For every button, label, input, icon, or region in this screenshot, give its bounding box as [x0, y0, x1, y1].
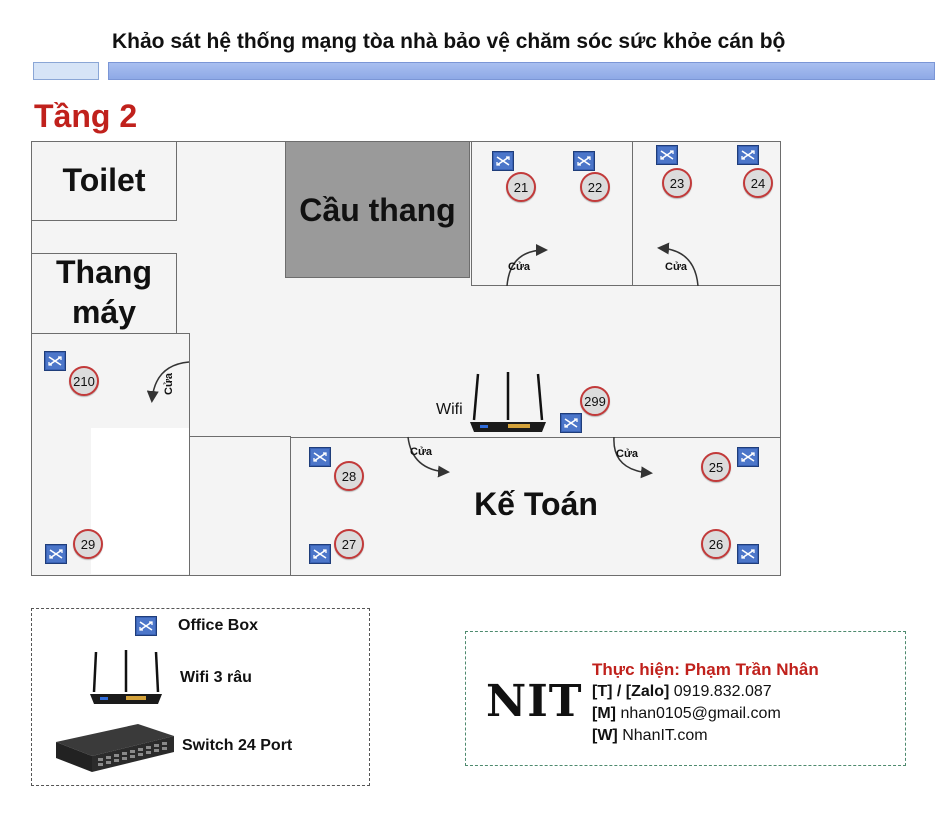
door-swing-icon — [657, 242, 699, 287]
room-stairs-label: Cầu thang — [299, 192, 456, 228]
wifi-router-icon — [470, 372, 546, 432]
room-elevator-label-line1: Thang — [56, 254, 152, 290]
wifi-label: Wifi — [436, 401, 463, 418]
network-port: 29 — [73, 529, 103, 559]
credit-web-row: [W] NhanIT.com — [592, 727, 708, 745]
room-23-24 — [632, 141, 781, 286]
legend-switch-label: Switch 24 Port — [182, 737, 293, 754]
legend-office-box-label: Office Box — [178, 617, 259, 634]
office-box-icon — [737, 145, 759, 165]
office-box-icon — [573, 151, 595, 171]
header-bar-small — [33, 62, 99, 80]
credit-web[interactable]: NhanIT.com — [622, 727, 708, 744]
door-label: Cửa — [410, 446, 433, 458]
legend-box — [31, 608, 370, 786]
office-box-icon — [492, 151, 514, 171]
office-box-icon — [44, 351, 66, 371]
credit-mail-tag: [M] — [592, 705, 616, 722]
credit-phone-row: [T] / [Zalo] 0919.832.087 — [592, 683, 772, 701]
room-elevator: Thang máy — [31, 253, 177, 334]
office-box-icon — [737, 447, 759, 467]
room-210-inner-area — [91, 428, 189, 574]
room-stairs: Cầu thang — [285, 141, 470, 278]
wifi-router-icon — [90, 650, 162, 704]
room-elevator-label-line2: máy — [71, 294, 137, 330]
corridor-divider — [189, 436, 291, 437]
credit-mail-row: [M] nhan0105@gmail.com — [592, 705, 781, 723]
office-box-icon — [309, 447, 331, 467]
network-port: 28 — [334, 461, 364, 491]
door-label: Cửa — [508, 261, 531, 273]
office-box-icon — [45, 544, 67, 564]
room-toilet-label: Toilet — [62, 162, 146, 198]
network-port: 27 — [334, 529, 364, 559]
office-box-icon — [656, 145, 678, 165]
door-label: Cửa — [163, 372, 175, 395]
network-port: 23 — [662, 168, 692, 198]
office-box-icon — [135, 616, 157, 636]
credit-web-tag: [W] — [592, 727, 618, 744]
nit-logo: NIT — [486, 676, 583, 727]
header-bar — [108, 62, 935, 80]
room-accounting-label: Kế Toán — [474, 486, 598, 522]
credit-mail[interactable]: nhan0105@gmail.com — [620, 705, 781, 722]
door-swing-icon — [506, 244, 548, 287]
legend-wifi-label: Wifi 3 râu — [180, 669, 252, 686]
door-swing-icon — [407, 436, 450, 478]
office-box-icon — [737, 544, 759, 564]
room-accounting: Kế Toán — [290, 437, 781, 576]
door-swing-icon — [146, 361, 190, 403]
door-label: Cửa — [665, 261, 688, 273]
floor-title: Tầng 2 — [34, 98, 138, 134]
door-label: Cửa — [616, 448, 639, 460]
credit-phone: 0919.832.087 — [673, 683, 772, 700]
network-port: 24 — [743, 168, 773, 198]
network-port: 26 — [701, 529, 731, 559]
network-port: 21 — [506, 172, 536, 202]
switch-24-port-icon — [56, 724, 174, 772]
page-title: Khảo sát hệ thống mạng tòa nhà bảo vệ ch… — [112, 30, 786, 53]
office-box-icon — [309, 544, 331, 564]
credit-phone-tag: [T] / [Zalo] — [592, 683, 670, 700]
network-port: 210 — [69, 366, 99, 396]
credit-author: Thực hiện: Phạm Trần Nhân — [592, 660, 819, 679]
network-port: 22 — [580, 172, 610, 202]
office-box-icon — [560, 413, 582, 433]
door-swing-icon — [613, 436, 653, 479]
credit-box — [465, 631, 906, 766]
network-port: 299 — [580, 386, 610, 416]
network-port: 25 — [701, 452, 731, 482]
room-toilet: Toilet — [31, 141, 177, 221]
